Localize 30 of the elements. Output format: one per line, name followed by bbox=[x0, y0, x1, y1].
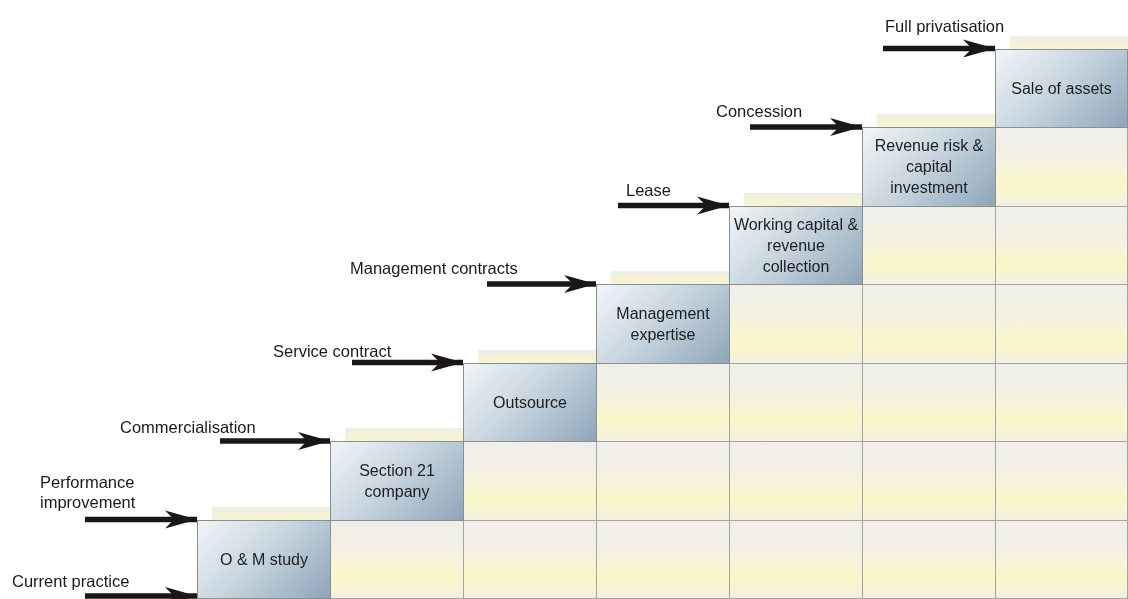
arrow bbox=[487, 275, 596, 293]
step-box bbox=[729, 205, 863, 285]
step-box bbox=[197, 519, 331, 599]
step-box bbox=[463, 362, 597, 442]
step-text: O & M study bbox=[219, 549, 309, 570]
step-box bbox=[330, 441, 464, 521]
arrow bbox=[220, 432, 330, 450]
stage-label: Commercialisation bbox=[120, 417, 256, 437]
step-text: Working capital & revenue collection bbox=[732, 214, 860, 277]
step-box bbox=[596, 284, 730, 364]
step-text: Revenue risk & capital investment bbox=[873, 136, 985, 199]
stage-label: Lease bbox=[626, 180, 671, 200]
stage-label: Performance improvement bbox=[40, 472, 152, 512]
stage-label: Concession bbox=[716, 101, 803, 121]
arrow bbox=[618, 196, 729, 215]
step-text: Section 21 company bbox=[358, 460, 436, 502]
arrow bbox=[883, 39, 995, 58]
stage-label: Service contract bbox=[273, 341, 392, 361]
stage-label: Full privatisation bbox=[885, 16, 1005, 36]
step-box bbox=[862, 127, 996, 207]
arrow bbox=[85, 510, 197, 529]
arrow bbox=[85, 587, 197, 599]
arrow bbox=[750, 118, 862, 136]
step-box bbox=[995, 48, 1128, 128]
stage-label: Management contracts bbox=[350, 258, 518, 278]
arrow bbox=[352, 353, 463, 372]
stage-label: Current practice bbox=[12, 571, 130, 591]
step-text: Management expertise bbox=[615, 303, 711, 345]
step-text: Outsource bbox=[492, 392, 568, 413]
step-text: Sale of assets bbox=[1010, 78, 1113, 99]
